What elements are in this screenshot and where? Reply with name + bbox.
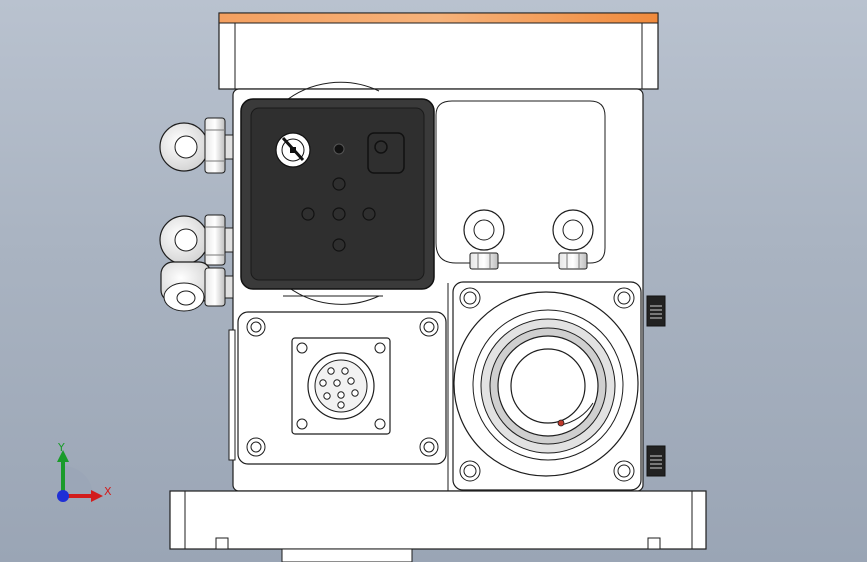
control-panel-box[interactable]: [240, 98, 435, 290]
status-led-icon: [333, 143, 345, 155]
right-lifting-eye-bolts: [463, 209, 594, 270]
x-axis-label: X: [104, 485, 112, 498]
rotary-switch-icon[interactable]: [275, 132, 311, 168]
multipin-connector-icon[interactable]: [291, 337, 391, 435]
triad-icon: [57, 450, 103, 502]
base-plate: [169, 490, 707, 562]
indicator-led-icon: [557, 419, 565, 427]
upper-right-recess: [435, 100, 606, 264]
left-pneumatic-fittings: [159, 117, 234, 312]
top-cover: [218, 12, 659, 90]
button-holes: [301, 177, 376, 252]
rear-circular-flange: [282, 81, 383, 305]
spindle-flange: [452, 281, 642, 491]
coordinate-triad[interactable]: X Y: [45, 438, 125, 518]
power-socket-icon[interactable]: [367, 132, 405, 174]
y-axis-label: Y: [58, 441, 65, 454]
side-terminal-blocks: [228, 295, 666, 477]
